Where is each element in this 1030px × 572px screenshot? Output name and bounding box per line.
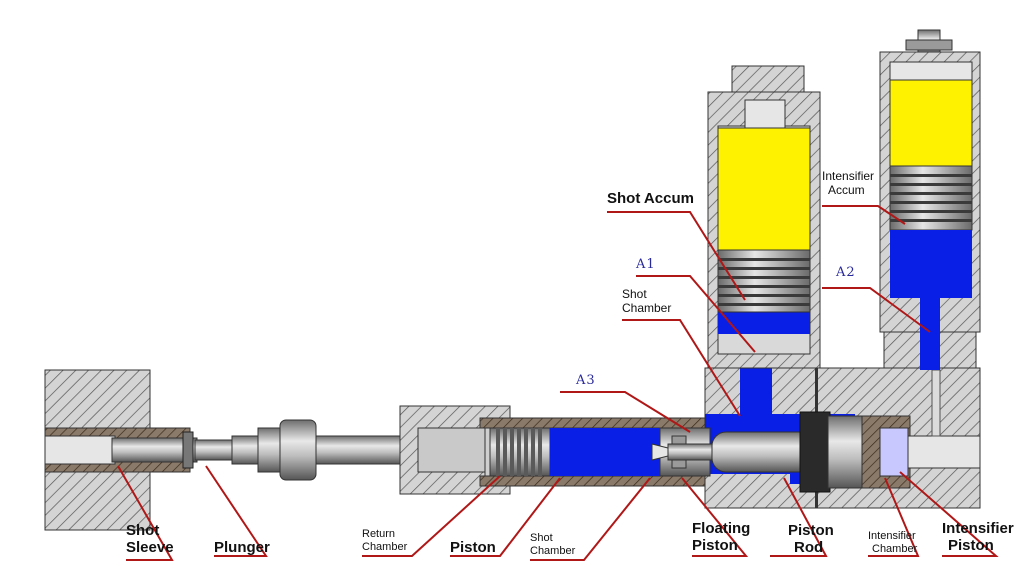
label-floating-piston: Floating Piston xyxy=(692,520,750,555)
label-intensifier-accum-line2: Accum xyxy=(828,182,865,197)
piston-ring xyxy=(718,267,810,270)
leader-line xyxy=(622,319,741,417)
label-shot-sleeve-line1: Shot xyxy=(126,522,160,539)
label-piston-rod-line2: Rod xyxy=(794,539,824,557)
label-a3: A3 xyxy=(576,373,596,388)
leader-line xyxy=(681,477,749,557)
label-shot-sleeve-line2: Sleeve xyxy=(126,539,174,557)
label-intensifier-chamber-line1: Intensifier xyxy=(868,530,916,542)
leader-lines xyxy=(117,205,999,561)
shot-sleeve-assembly xyxy=(44,369,198,531)
label-piston-rod-line1: Piston xyxy=(788,522,834,539)
label-return-chamber: Return Chamber xyxy=(362,528,407,553)
label-shot-chamber-lower-line1: Shot xyxy=(530,532,553,544)
label-plunger: Plunger xyxy=(214,539,270,556)
piston-rib xyxy=(531,428,535,476)
label-piston: Piston xyxy=(450,539,496,556)
label-intensifier-piston: Intensifier Piston xyxy=(942,520,1014,555)
piston-rod xyxy=(667,411,871,493)
piston-ring xyxy=(890,201,972,204)
label-intensifier-piston-line2: Piston xyxy=(948,537,994,555)
piston-ring xyxy=(890,192,972,195)
leader-line xyxy=(822,205,906,225)
piston-ring xyxy=(890,210,972,213)
label-intensifier-chamber-line2: Chamber xyxy=(872,542,918,555)
label-intensifier-accum-line1: Intensifier xyxy=(822,169,875,183)
intensifier-accumulator xyxy=(879,29,981,370)
label-intensifier-accum: Intensifier Accum xyxy=(822,169,875,198)
piston-ring xyxy=(890,219,972,222)
piston-rib xyxy=(517,428,521,476)
label-shot-chamber-upper: Shot Chamber xyxy=(622,287,672,316)
leader-line xyxy=(822,287,931,333)
leader-line xyxy=(450,477,561,557)
label-shot-chamber-lower: Shot Chamber xyxy=(530,532,575,557)
piston-ring xyxy=(718,303,810,306)
piston-rib xyxy=(524,428,528,476)
label-floating-piston-line1: Floating xyxy=(692,520,751,537)
piston-ring xyxy=(718,285,810,288)
piston-ring xyxy=(890,174,972,177)
label-shot-accum: Shot Accum xyxy=(607,190,694,207)
leader-line xyxy=(362,475,501,557)
label-a1: A1 xyxy=(636,257,656,272)
leader-line xyxy=(117,465,174,561)
intensifier-piston xyxy=(861,369,981,489)
leader-line xyxy=(770,477,828,557)
label-return-chamber-line1: Return xyxy=(362,528,396,540)
label-return-chamber-line2: Chamber xyxy=(362,540,408,553)
leader-line xyxy=(205,465,268,557)
label-intensifier-chamber: Intensifier Chamber xyxy=(868,530,917,555)
leader-line xyxy=(530,477,651,561)
label-floating-piston-line2: Piston xyxy=(692,537,738,555)
piston-ring xyxy=(718,258,810,261)
piston-rib xyxy=(503,428,507,476)
leader-line xyxy=(560,391,691,433)
label-a2: A2 xyxy=(836,265,856,280)
leader-line xyxy=(636,275,756,353)
shot-accumulator xyxy=(707,65,821,369)
label-shot-chamber-lower-line2: Chamber xyxy=(530,544,576,557)
label-shot-chamber-upper-line2: Chamber xyxy=(622,300,672,315)
label-piston-rod: Piston Rod xyxy=(788,522,834,557)
label-shot-sleeve: Shot Sleeve xyxy=(126,522,174,557)
piston-rib xyxy=(538,428,542,476)
leader-line xyxy=(899,471,999,557)
piston-ring xyxy=(890,183,972,186)
label-intensifier-piston-line1: Intensifier xyxy=(942,520,1014,537)
piston xyxy=(489,427,551,477)
piston-ring xyxy=(718,276,810,279)
leader-line xyxy=(607,211,746,301)
piston-rib xyxy=(496,428,500,476)
shot-chamber-oil xyxy=(550,428,665,476)
piston-rib xyxy=(510,428,514,476)
leader-line xyxy=(868,477,920,557)
label-shot-chamber-upper-line1: Shot xyxy=(622,287,647,301)
piston-ring xyxy=(718,294,810,297)
